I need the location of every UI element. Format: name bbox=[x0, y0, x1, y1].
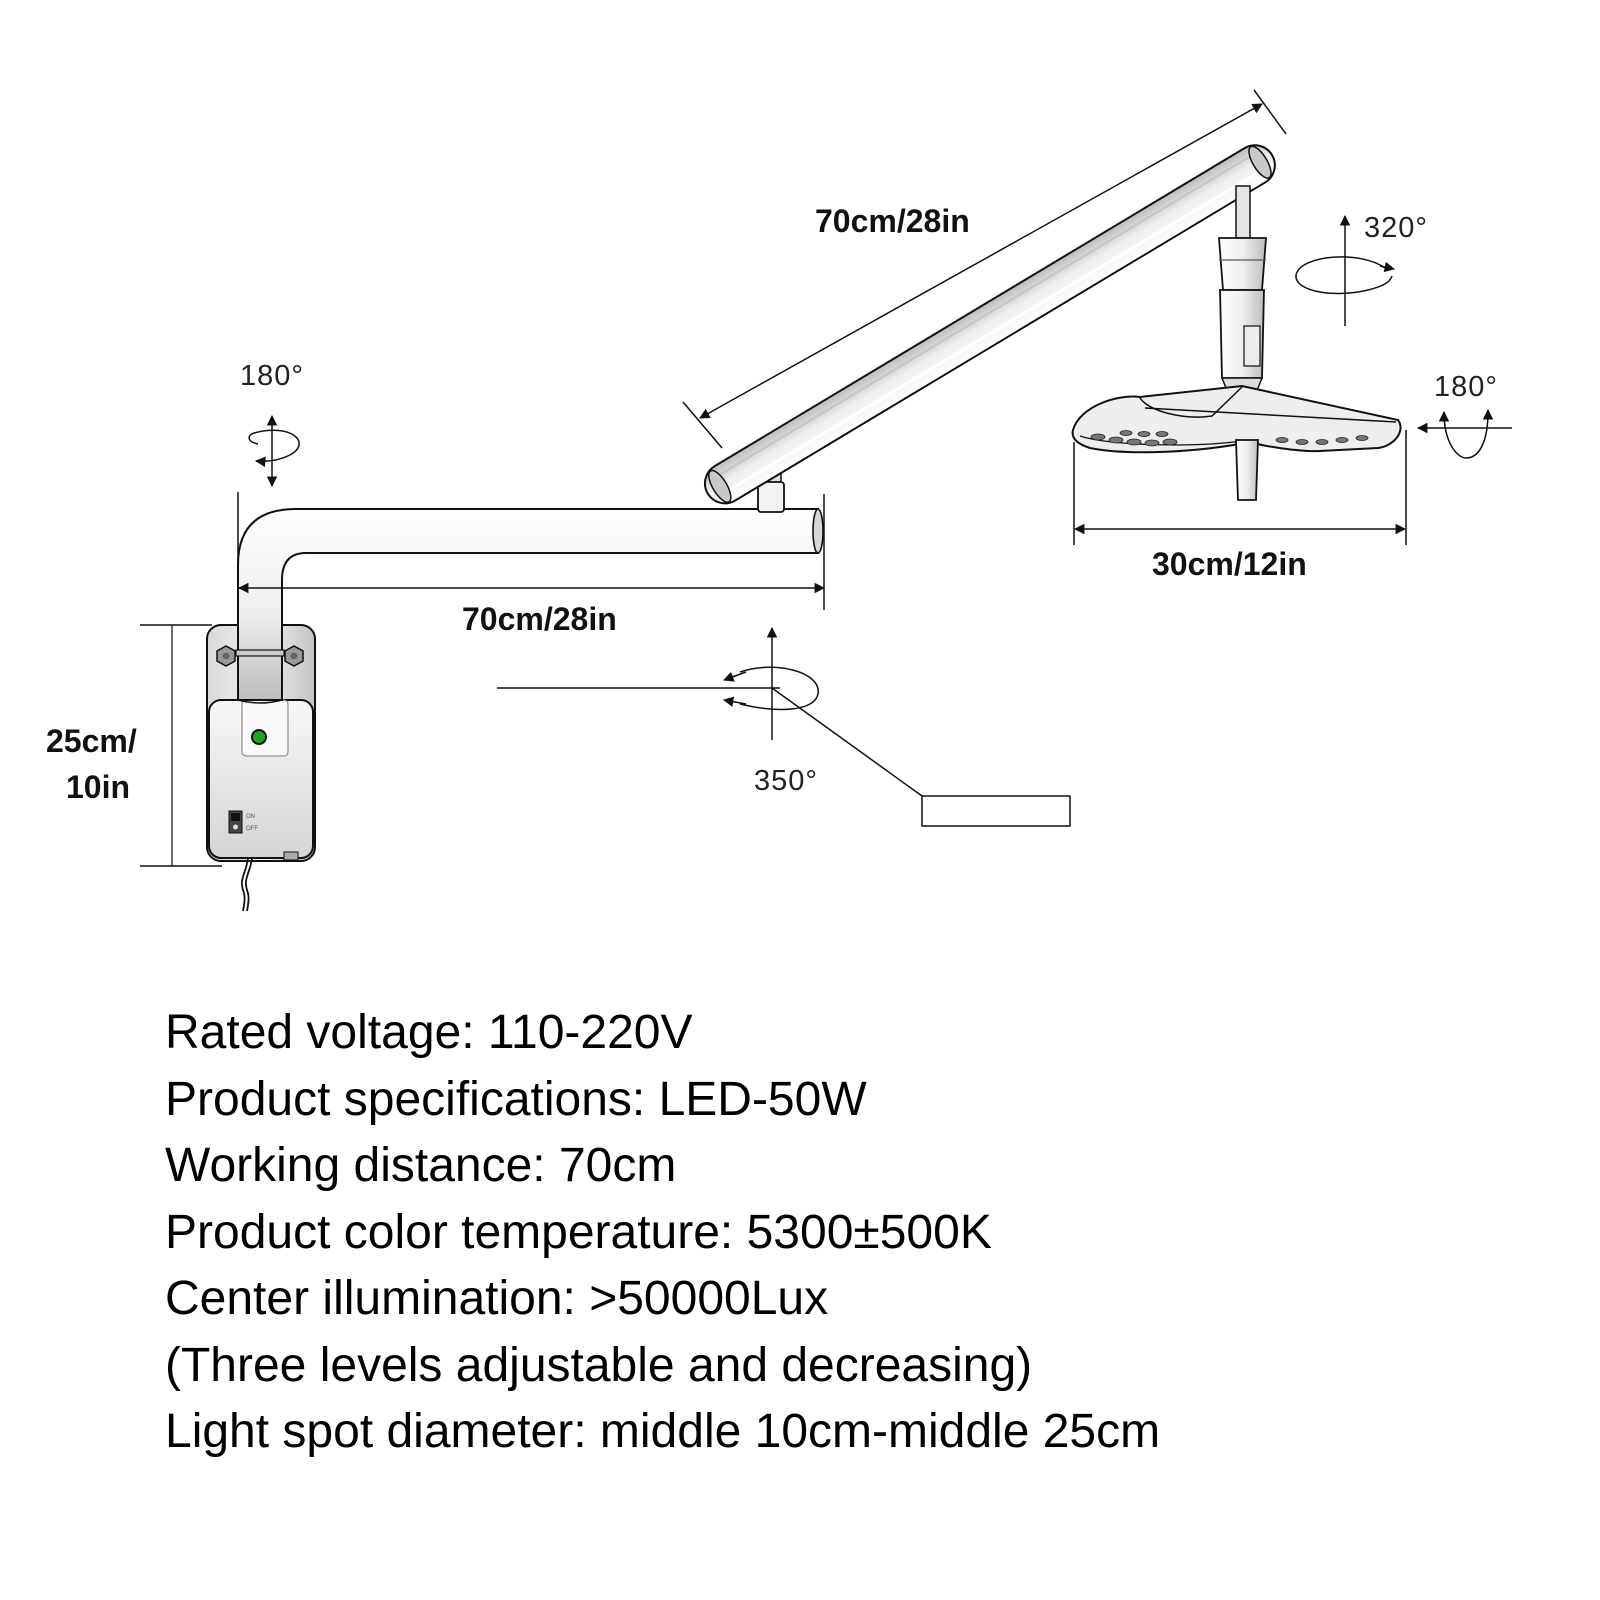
spec-list: Rated voltage: 110-220V Product specific… bbox=[165, 1000, 1160, 1466]
lower-arm-length-label: 70cm/28in bbox=[462, 601, 617, 637]
upper-arm-length-dimension bbox=[682, 89, 1287, 449]
rotation-base-label: 180° bbox=[240, 360, 304, 392]
switch-on-label: ON bbox=[246, 814, 255, 820]
wall-box-height-dimension bbox=[140, 624, 222, 867]
switch-off-label: OFF bbox=[246, 826, 258, 832]
rotation-lower-arm-icon bbox=[497, 626, 1071, 827]
lamp-diagram: 25cm/ 10in ON OFF bbox=[46, 89, 1512, 912]
power-indicator-light bbox=[251, 729, 267, 745]
upper-arm bbox=[703, 144, 1276, 505]
spec-light-spot-diameter: Light spot diameter: middle 10cm-middle … bbox=[165, 1405, 1161, 1458]
mount-bolt-left bbox=[216, 645, 236, 667]
led-array-left bbox=[1090, 430, 1178, 447]
wall-box-height-label-line1: 25cm/ bbox=[46, 723, 137, 759]
callout-box bbox=[921, 795, 1071, 827]
rotation-lamp-vertical-label: 320° bbox=[1364, 212, 1428, 244]
mount-bolt-right bbox=[284, 645, 304, 667]
lamp-head-width-dimension bbox=[1073, 430, 1407, 545]
rotation-base-icon bbox=[248, 414, 300, 488]
arm-clamp bbox=[235, 649, 285, 657]
led-array-right bbox=[1275, 435, 1369, 445]
power-cord bbox=[241, 856, 253, 912]
upper-arm-length-label: 70cm/28in bbox=[815, 203, 970, 239]
rotation-lamp-tilt-label: 180° bbox=[1434, 371, 1498, 403]
lamp-handle bbox=[1235, 439, 1259, 501]
wall-mount: ON OFF bbox=[206, 624, 316, 912]
spec-center-illumination: Center illumination: >50000Lux bbox=[165, 1272, 829, 1325]
lamp-head-width-label: 30cm/12in bbox=[1152, 546, 1307, 582]
spec-illumination-note: (Three levels adjustable and decreasing) bbox=[165, 1338, 1033, 1392]
lower-arm-length-dimension bbox=[237, 492, 826, 610]
spec-rated-voltage: Rated voltage: 110-220V bbox=[165, 1006, 693, 1059]
rotation-lamp-tilt-icon bbox=[1416, 408, 1512, 459]
lower-arm bbox=[235, 508, 824, 704]
rotation-lower-arm-label: 350° bbox=[754, 765, 818, 797]
wall-box-height-label-line2: 10in bbox=[66, 769, 130, 805]
power-switch[interactable]: ON OFF bbox=[228, 810, 258, 834]
rotation-lamp-vertical-icon bbox=[1295, 214, 1396, 326]
spec-product-specifications: Product specifications: LED-50W bbox=[165, 1072, 867, 1126]
spec-working-distance: Working distance: 70cm bbox=[165, 1139, 677, 1192]
spec-color-temperature: Product color temperature: 5300±500K bbox=[165, 1205, 992, 1259]
